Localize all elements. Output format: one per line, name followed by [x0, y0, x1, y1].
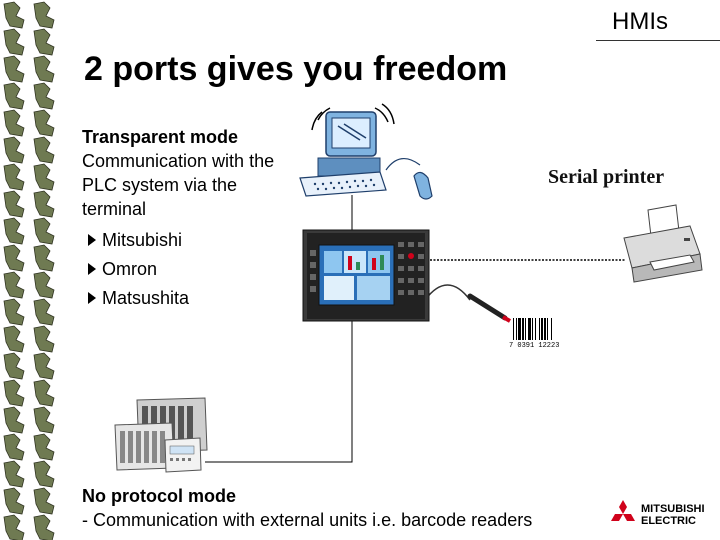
barcode-digits: 7 0391 12223 [509, 342, 559, 350]
barcode-bar [516, 318, 517, 340]
border-ornament [33, 298, 55, 326]
barcode-bar [518, 318, 521, 340]
border-ornament [3, 190, 25, 218]
border-ornament [3, 109, 25, 137]
border-ornament [3, 298, 25, 326]
barcode-cable [424, 284, 471, 301]
border-ornament [3, 514, 25, 540]
bullet-arrow-icon [88, 233, 96, 246]
border-ornament [33, 514, 55, 540]
barcode-bar [525, 318, 526, 340]
border-ornament [3, 55, 25, 83]
border-ornament [33, 55, 55, 83]
barcode-bar [532, 318, 533, 340]
border-ornament [3, 271, 25, 299]
border-ornament [33, 379, 55, 407]
bullet-arrow-icon [88, 262, 96, 275]
serial-printer-label: Serial printer [548, 166, 665, 188]
barcode-bar [522, 318, 524, 340]
border-ornament [33, 244, 55, 272]
border-ornament [33, 325, 55, 353]
barcode-bar [528, 318, 531, 340]
border-ornament [33, 136, 55, 164]
border-ornament [3, 163, 25, 191]
border-ornament [3, 136, 25, 164]
barcode-bar [544, 318, 546, 340]
border-ornament [33, 433, 55, 461]
list-item: Mitsubishi [82, 225, 297, 254]
section-label: HMIs [612, 8, 668, 35]
border-ornament [33, 190, 55, 218]
no-protocol-description: - Communication with external units i.e.… [82, 510, 533, 530]
barcode-bar [541, 318, 543, 340]
transparent-mode-heading: Transparent mode [82, 127, 239, 147]
border-ornament [33, 163, 55, 191]
list-item: Matsushita [82, 283, 297, 312]
border-ornament [3, 82, 25, 110]
border-ornament [3, 406, 25, 434]
border-ornament [33, 28, 55, 56]
border-ornament [3, 487, 25, 515]
border-ornament [33, 1, 55, 29]
printer-icon [623, 204, 703, 283]
border-ornament [33, 406, 55, 434]
border-ornament [33, 82, 55, 110]
border-ornament [33, 217, 55, 245]
border-ornament [3, 379, 25, 407]
border-ornament [3, 433, 25, 461]
border-ornament [33, 487, 55, 515]
border-ornament [33, 460, 55, 488]
company-logo-text: MITSUBISHI ELECTRIC [641, 503, 705, 527]
transparent-mode-description: Communication with the PLC system via th… [82, 151, 275, 219]
barcode-bar [539, 318, 540, 340]
transparent-mode-block: Transparent mode Communication with the … [82, 125, 297, 312]
barcode-bar [535, 318, 536, 340]
list-item: Omron [82, 254, 297, 283]
border-ornament [3, 325, 25, 353]
decorative-border [0, 0, 68, 540]
computer-icon [299, 103, 433, 200]
plc-rack-icon [114, 397, 208, 473]
bullet-arrow-icon [88, 291, 96, 304]
header-divider [596, 40, 720, 41]
border-ornament [33, 352, 55, 380]
border-ornament [3, 244, 25, 272]
barcode-bar [551, 318, 552, 340]
page-title: 2 ports gives you freedom [84, 50, 508, 88]
no-protocol-heading: No protocol mode [82, 486, 236, 506]
barcode-icon [513, 318, 552, 340]
border-ornament [33, 271, 55, 299]
border-ornament [3, 1, 25, 29]
border-ornament [33, 109, 55, 137]
border-ornament [3, 28, 25, 56]
barcode-reader-icon [467, 293, 511, 323]
plc-brand-list: Mitsubishi Omron Matsushita [82, 225, 297, 312]
barcode-bar [547, 318, 548, 340]
hmi-terminal-icon [302, 229, 430, 322]
border-ornament [3, 460, 25, 488]
border-ornament [3, 217, 25, 245]
border-ornament [3, 352, 25, 380]
no-protocol-block: No protocol mode - Communication with ex… [82, 484, 532, 532]
plc-connection-line [205, 320, 353, 463]
barcode-bar [513, 318, 514, 340]
mitsubishi-logo-icon [611, 500, 635, 521]
